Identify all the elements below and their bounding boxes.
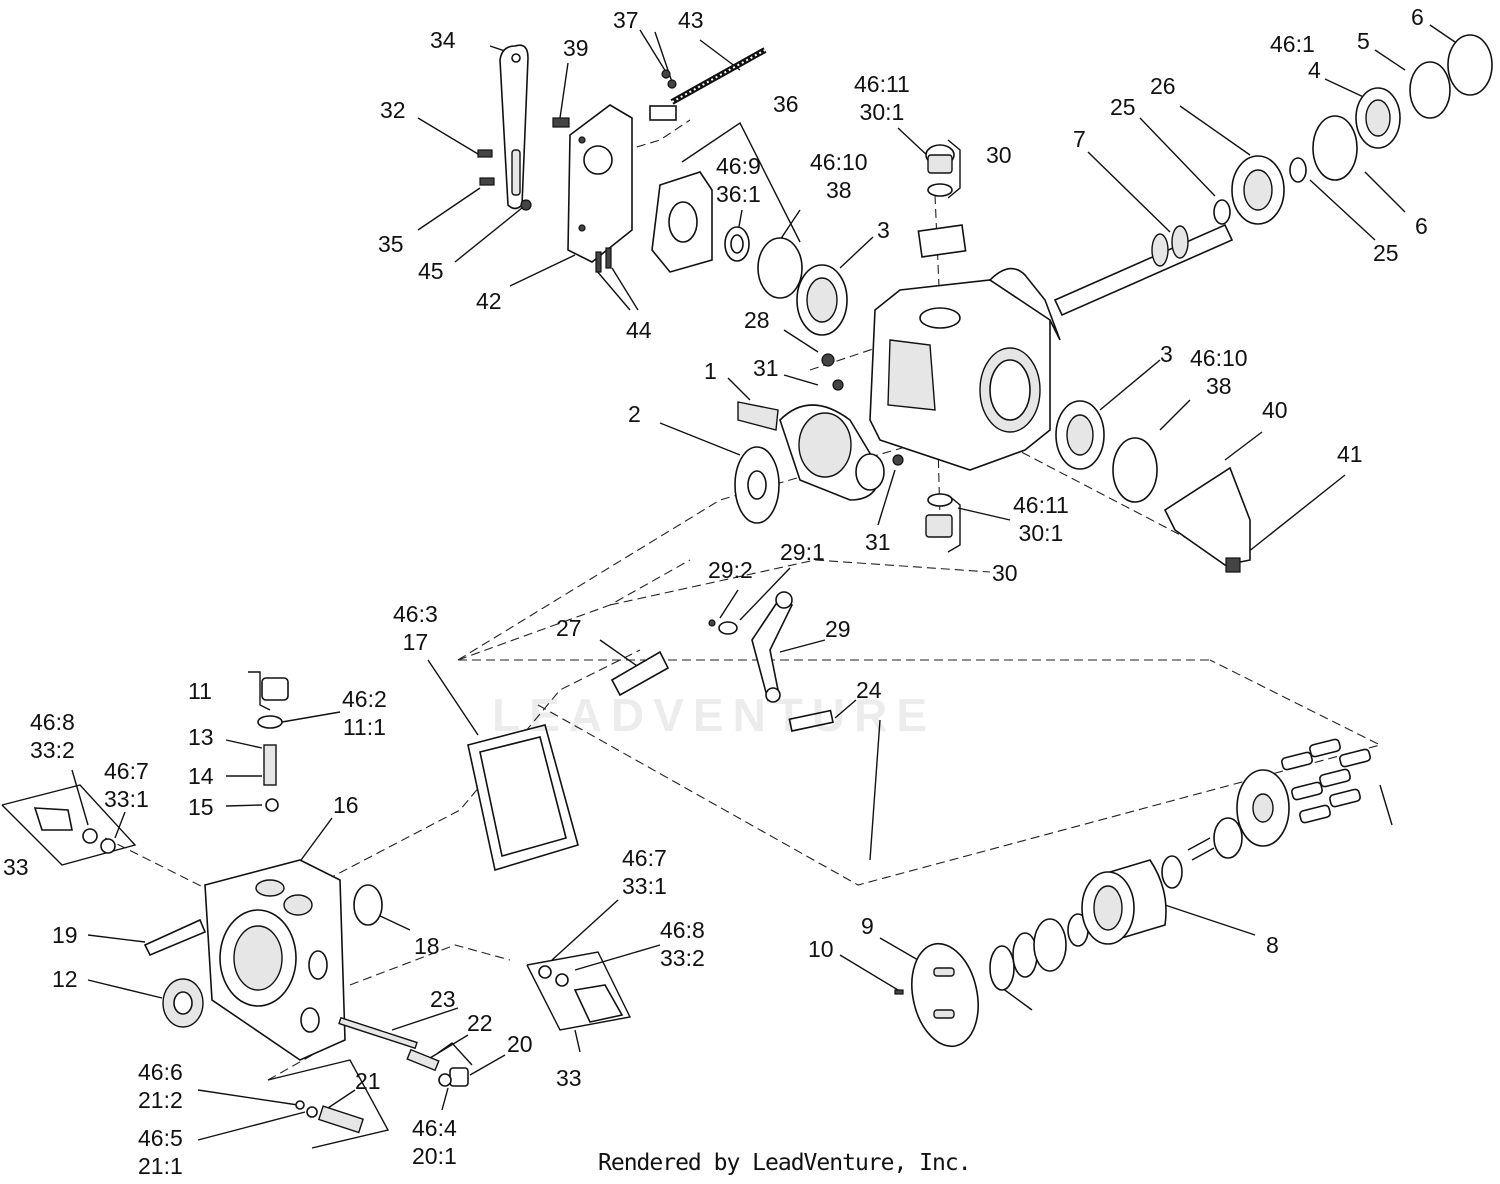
bolts-32-35 <box>477 117 570 211</box>
cable-43 <box>649 47 767 121</box>
watermark-text: LEADVENTURE <box>492 689 937 741</box>
callout-44: 44 <box>626 317 652 343</box>
callout-26: 26 <box>1150 73 1176 99</box>
callout-21: 21 <box>355 1068 381 1094</box>
callout-15: 15 <box>188 794 214 820</box>
control-arm-34 <box>499 44 529 210</box>
rotating-group-8 <box>989 738 1371 991</box>
callout-37: 37 <box>613 7 639 33</box>
callout-13: 13 <box>188 724 214 750</box>
callout-27: 27 <box>556 615 582 641</box>
callout-40: 40 <box>1262 397 1288 423</box>
linkage-29 <box>610 591 834 732</box>
callout-41: 41 <box>1337 441 1363 467</box>
callout-11: 11 <box>188 678 212 704</box>
callout-33-right: 33 <box>556 1065 582 1091</box>
callout-22: 22 <box>467 1010 493 1036</box>
callout-30-upper: 30 <box>986 142 1012 168</box>
callout-34: 34 <box>430 27 456 53</box>
callout-2: 2 <box>628 401 641 427</box>
mounting-bracket-42 <box>567 104 633 273</box>
callout-43: 43 <box>678 7 704 33</box>
main-housing <box>796 144 1061 538</box>
callout-30-lower: 30 <box>992 560 1018 586</box>
callout-10: 10 <box>808 936 834 962</box>
callout-31-lower: 31 <box>865 529 891 555</box>
end-cap-16 <box>143 677 383 1061</box>
input-shaft-7 <box>1053 34 1493 317</box>
callout-9: 9 <box>861 913 874 939</box>
callout-3-upper: 3 <box>877 217 890 243</box>
valve-plate-9 <box>894 942 979 1048</box>
callout-28: 28 <box>744 307 770 333</box>
callout-29: 29 <box>825 616 851 642</box>
callout-18: 18 <box>414 933 440 959</box>
callout-19: 19 <box>52 922 78 948</box>
callout-36: 36 <box>773 91 799 117</box>
callout-20: 20 <box>507 1031 533 1057</box>
callout-14: 14 <box>188 763 214 789</box>
callout-12: 12 <box>52 966 78 992</box>
callout-24: 24 <box>856 677 882 703</box>
callout-25-right: 25 <box>1373 240 1399 266</box>
check-valves-33 <box>33 807 624 1023</box>
gasket-plate-36 <box>651 171 803 299</box>
gasket-17 <box>467 724 579 872</box>
group-brackets <box>1 121 1393 1149</box>
callout-35: 35 <box>378 231 404 257</box>
callout-42: 42 <box>476 288 502 314</box>
callout-1: 1 <box>704 358 717 384</box>
rear-cover-40 <box>1055 400 1251 573</box>
callout-8: 8 <box>1266 932 1279 958</box>
relief-valves <box>295 1016 469 1134</box>
callout-5: 5 <box>1357 28 1370 54</box>
callout-33-left: 33 <box>3 854 29 880</box>
callout-4: 4 <box>1308 57 1321 83</box>
callout-31-upper: 31 <box>753 355 779 381</box>
callout-32: 32 <box>380 97 406 123</box>
credit-text: Rendered by LeadVenture, Inc. <box>598 1150 972 1176</box>
callout-23: 23 <box>430 986 456 1012</box>
leader-lines <box>71 24 1456 1141</box>
callout-29-2: 29:2 <box>708 557 753 583</box>
callout-16: 16 <box>333 792 359 818</box>
callout-7: 7 <box>1073 126 1086 152</box>
callout-6-right: 6 <box>1415 213 1428 239</box>
callout-6-top: 6 <box>1411 4 1424 30</box>
callout-3-lower: 3 <box>1160 341 1173 367</box>
swashplate-1-2 <box>734 401 885 524</box>
callout-46-1: 46:1 <box>1270 31 1315 57</box>
callout-25-left: 25 <box>1110 94 1136 120</box>
callout-29-1: 29:1 <box>780 539 825 565</box>
callout-45: 45 <box>418 258 444 284</box>
callout-39: 39 <box>563 35 589 61</box>
